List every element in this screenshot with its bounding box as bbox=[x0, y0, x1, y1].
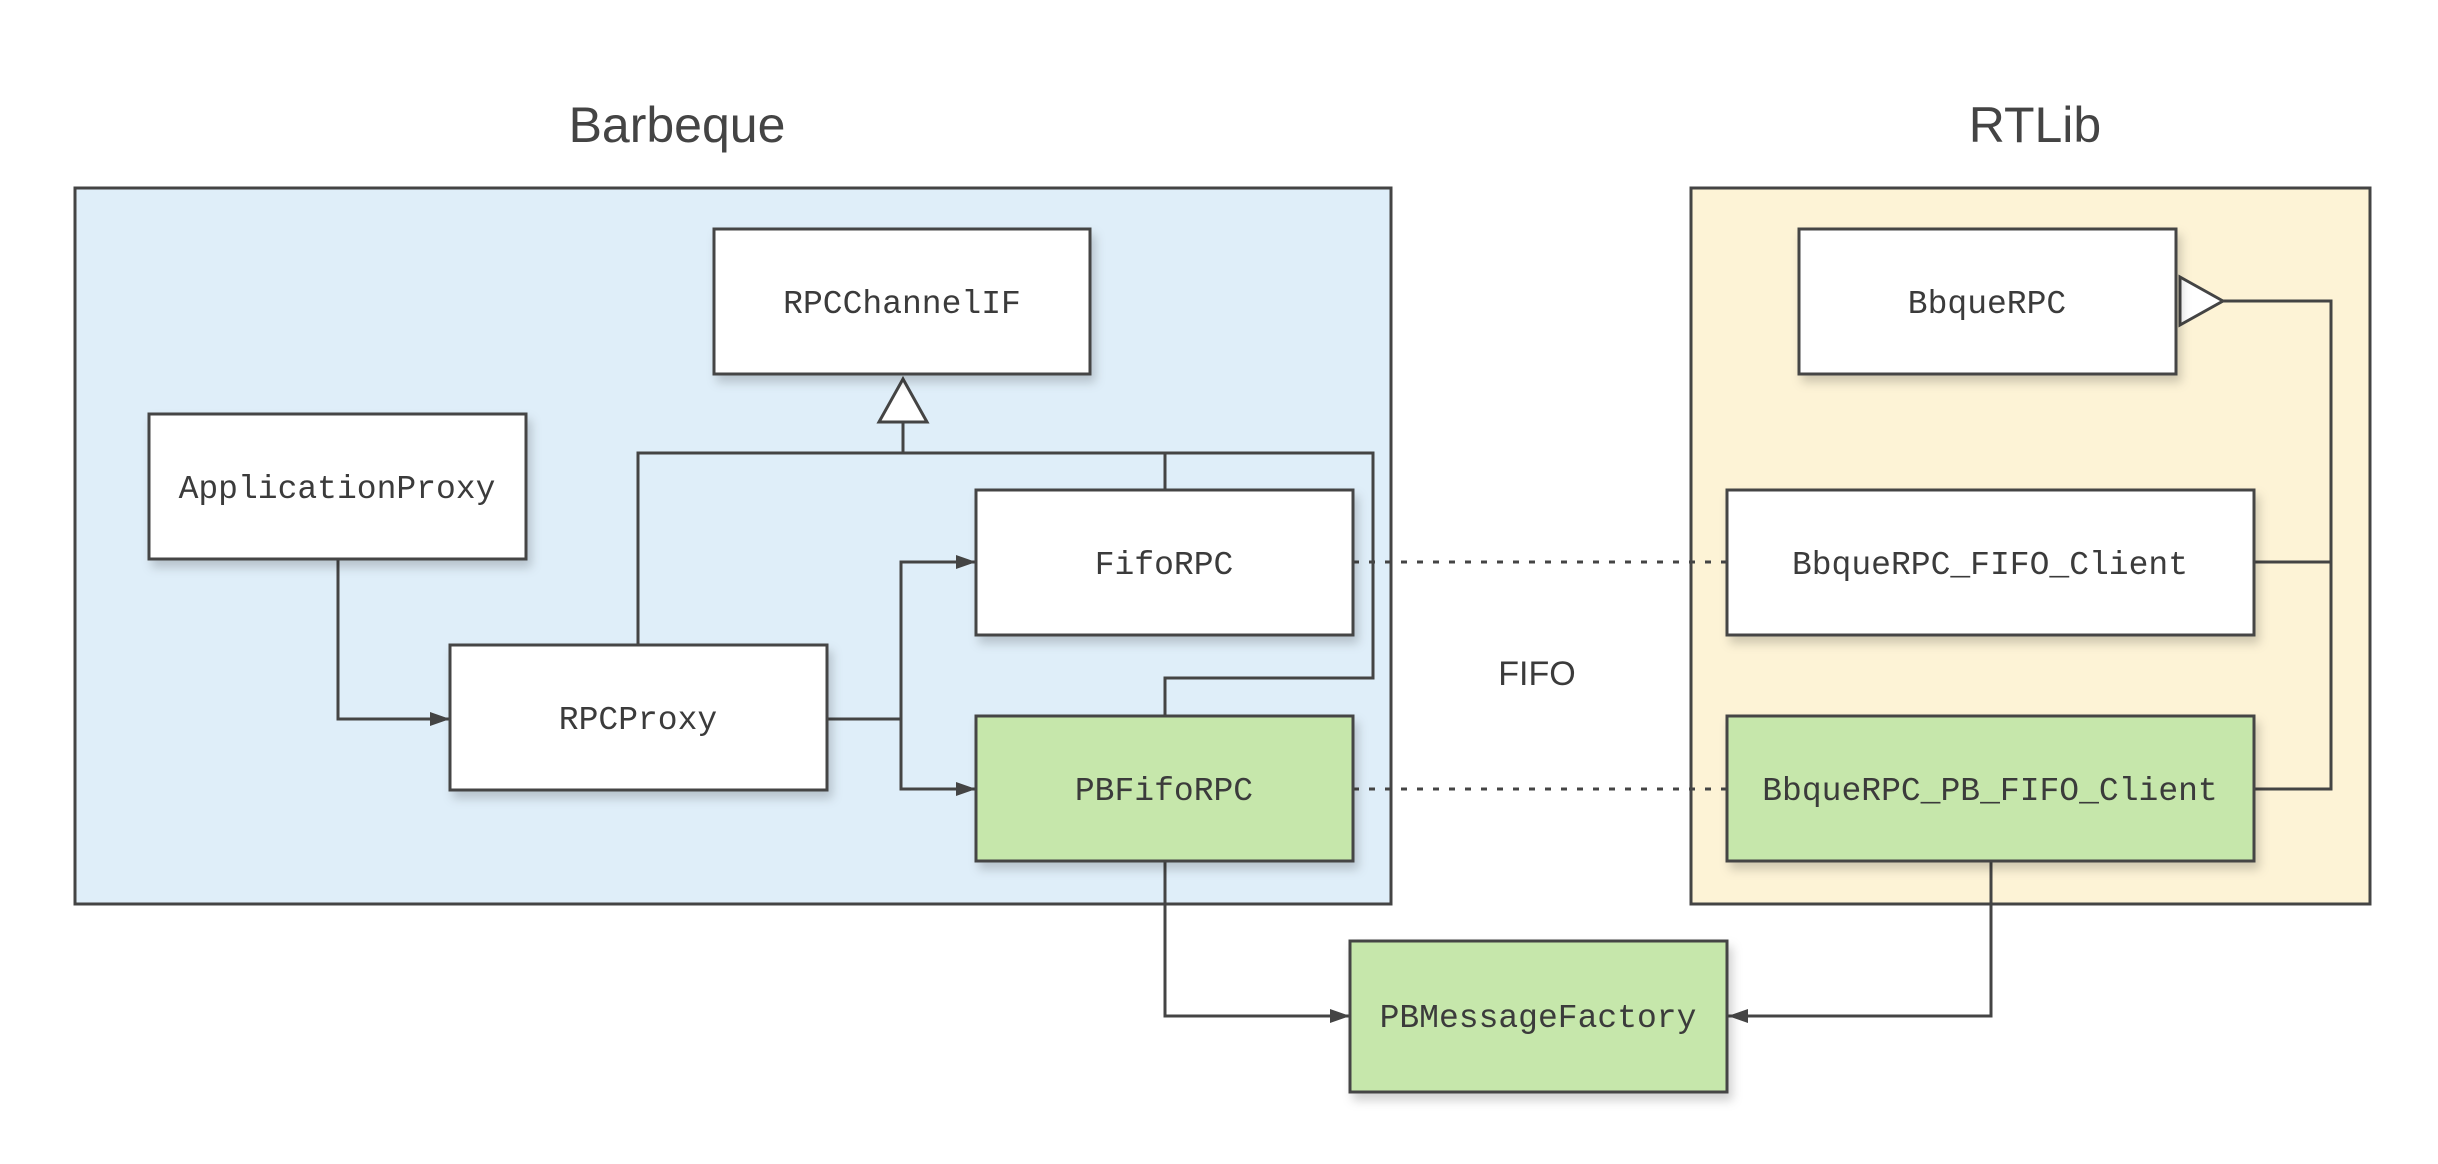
rtlib-package-title: RTLib bbox=[1969, 97, 2101, 153]
application-proxy-label: ApplicationProxy bbox=[179, 471, 496, 508]
bbque-rpc-class: BbqueRPC bbox=[1797, 227, 2178, 376]
pb-message-factory-label: PBMessageFactory bbox=[1380, 1000, 1697, 1037]
fifo-connector-label: FIFO bbox=[1498, 655, 1575, 693]
pb-fifo-rpc-to-message-factory-arrow bbox=[1163, 860, 1350, 1023]
application-proxy-to-rpc-proxy-arrow bbox=[336, 560, 450, 726]
rpc-proxy-class: RPCProxy bbox=[448, 643, 829, 792]
application-proxy-class: ApplicationProxy bbox=[147, 412, 528, 561]
bbque-rpc-generalization-triangle bbox=[2178, 274, 2227, 328]
barbeque-package-title: Barbeque bbox=[569, 97, 786, 153]
rtlib-inheritance-connector bbox=[2223, 299, 2333, 791]
fifo-rpc-label: FifoRPC bbox=[1095, 547, 1234, 584]
bbque-rpc-pb-fifo-client-class: BbqueRPC_PB_FIFO_Client bbox=[1725, 714, 2256, 863]
pb-fifo-client-to-message-factory-arrow bbox=[1728, 860, 1993, 1023]
pb-fifo-rpc-label: PBFifoRPC bbox=[1075, 773, 1253, 810]
bbque-rpc-pb-fifo-client-label: BbqueRPC_PB_FIFO_Client bbox=[1762, 773, 2217, 810]
rpc-channel-if-class: RPCChannelIF bbox=[712, 227, 1092, 376]
pb-fifo-rpc-class: PBFifoRPC bbox=[974, 714, 1355, 863]
bbque-rpc-fifo-client-label: BbqueRPC_FIFO_Client bbox=[1792, 547, 2188, 584]
bbque-rpc-fifo-client-class: BbqueRPC_FIFO_Client bbox=[1725, 488, 2256, 637]
rpc-channel-if-label: RPCChannelIF bbox=[783, 286, 1021, 323]
rpc-proxy-to-fifo-rpc-arrow bbox=[899, 555, 976, 789]
rpc-channel-if-generalization-triangle bbox=[876, 375, 930, 424]
inheritance-connector bbox=[636, 451, 1375, 718]
rpc-proxy-label: RPCProxy bbox=[559, 702, 717, 739]
bbque-rpc-label: BbqueRPC bbox=[1908, 286, 2066, 323]
fifo-rpc-class: FifoRPC bbox=[974, 488, 1355, 637]
pb-message-factory-class: PBMessageFactory bbox=[1348, 939, 1729, 1094]
rpc-proxy-to-pb-fifo-rpc-arrow bbox=[899, 719, 976, 796]
